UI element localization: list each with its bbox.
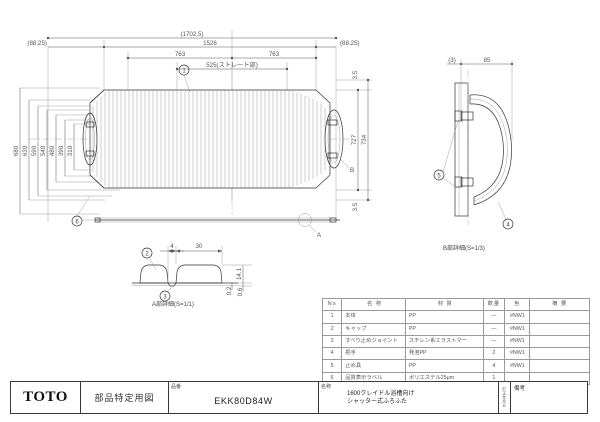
cell-material: PP bbox=[404, 310, 484, 324]
cell-remark bbox=[529, 359, 590, 373]
remark-field: 備考 bbox=[511, 382, 587, 413]
cell-name: 本体 bbox=[341, 310, 406, 324]
dim-310: 310 bbox=[67, 145, 74, 156]
cell-name: 把手 bbox=[341, 347, 406, 361]
th-material: 材 質 bbox=[404, 297, 484, 312]
table-row: 3 すべり止めジョイント スチレン系エラストマー — #NW1 bbox=[321, 334, 590, 349]
th-remark: 摘 要 bbox=[529, 297, 590, 312]
cell-color: #NW1 bbox=[504, 310, 531, 324]
dim-680: 680 bbox=[13, 145, 20, 156]
th-name: 名 称 bbox=[341, 297, 406, 312]
cell-no: 4 bbox=[321, 347, 343, 361]
toto-logo: TOTO bbox=[11, 382, 81, 413]
dim-detail-a-06: 0.6 bbox=[237, 287, 244, 296]
dim-detail-a-4: 4 bbox=[170, 243, 174, 250]
dim-right-8825: (88.25) bbox=[340, 40, 360, 47]
dim-727: 727 bbox=[351, 134, 358, 145]
balloon-4: 4 bbox=[506, 222, 510, 228]
dim-630: 630 bbox=[22, 145, 29, 156]
cell-material: スチレン系エラストマー bbox=[404, 334, 484, 349]
dim-35-bottom: 3.5 bbox=[352, 202, 359, 211]
cell-color: #NW1 bbox=[504, 334, 531, 349]
unrolled-strip-view: 6 A bbox=[71, 195, 340, 239]
part-code-field: 品番 EKK80D84W bbox=[169, 382, 319, 413]
remark-label: 備考 bbox=[514, 386, 526, 392]
cell-material: PP bbox=[404, 322, 484, 336]
part-code-value: EKK80D84W bbox=[214, 395, 273, 406]
part-name-label: 名称 bbox=[321, 384, 332, 390]
balloon-6: 6 bbox=[75, 219, 79, 225]
title-block: TOTO 部品特定用図 品番 EKK80D84W 名称 1600クレイドル浴槽向… bbox=[10, 381, 588, 414]
cell-no: 2 bbox=[321, 322, 343, 336]
cell-qty: 2 bbox=[482, 347, 506, 361]
table-row: 1 本体 PP — #NW1 bbox=[321, 310, 590, 324]
cell-name: すべり止めジョイント bbox=[341, 334, 406, 349]
dim-590: 590 bbox=[31, 145, 38, 156]
cell-no: 5 bbox=[321, 359, 343, 373]
cell-qty: — bbox=[482, 334, 506, 349]
th-qty: 数量 bbox=[482, 297, 506, 312]
part-code-label: 品番 bbox=[171, 384, 182, 390]
revision-date-field: 訂正年月日 bbox=[499, 382, 511, 413]
balloon-3: 3 bbox=[163, 294, 167, 300]
cell-qty: 4 bbox=[482, 359, 506, 373]
dim-left-8825: (88.25) bbox=[27, 40, 47, 47]
dim-overall-length: (1702.5) bbox=[180, 31, 203, 38]
dim-detail-a-02: 0.2 bbox=[226, 286, 233, 295]
dim-763-left: 763 bbox=[175, 51, 186, 58]
balloon-2: 2 bbox=[145, 251, 149, 257]
balloon-5: 5 bbox=[437, 173, 441, 179]
cell-material: 発泡PP bbox=[404, 347, 484, 361]
cell-remark bbox=[529, 347, 590, 361]
dim-35-top: 3.5 bbox=[352, 70, 359, 79]
detail-a-caption: A部詳細(S=1/1) bbox=[152, 302, 194, 308]
cell-name: キャップ bbox=[341, 322, 406, 336]
dim-detail-a-30: 30 bbox=[196, 243, 203, 250]
parts-table-header-row: No 名 称 材 質 数量 色 摘 要 bbox=[321, 297, 590, 312]
cell-remark bbox=[529, 322, 590, 336]
dim-734: 734 bbox=[361, 134, 368, 145]
balloon-1: 1 bbox=[182, 68, 186, 74]
table-row: 2 キャップ PP — #NW1 bbox=[321, 322, 590, 336]
cell-color: #NW1 bbox=[504, 359, 531, 373]
dim-480: 480 bbox=[49, 145, 56, 156]
th-color: 色 bbox=[504, 297, 531, 312]
part-name-value: 1600クレイドル浴槽向け シャッター式ふろふた bbox=[319, 390, 498, 406]
part-name-field: 名称 1600クレイドル浴槽向け シャッター式ふろふた bbox=[319, 382, 499, 413]
cell-material: PP bbox=[404, 359, 484, 373]
cell-no: 3 bbox=[321, 334, 343, 349]
cell-qty: — bbox=[482, 310, 506, 324]
cell-name: 止め具 bbox=[341, 359, 406, 373]
part-name-line1: 1600クレイドル浴槽向け bbox=[347, 390, 415, 397]
dim-detail-a-141: 14.1 bbox=[236, 267, 243, 280]
section-marker-b: B bbox=[350, 167, 354, 174]
table-row: 4 把手 発泡PP 2 #NW1 bbox=[321, 347, 590, 361]
cell-color: #NW1 bbox=[504, 322, 531, 336]
section-marker-a: A bbox=[317, 232, 322, 239]
detail-b-view: (3) 85 5 4 bbox=[433, 57, 514, 230]
dim-390: 390 bbox=[58, 145, 65, 156]
cell-remark bbox=[529, 310, 590, 324]
dim-763-right: 763 bbox=[269, 51, 280, 58]
th-no: No bbox=[321, 297, 343, 312]
part-name-line2: シャッター式ふろふた bbox=[347, 398, 408, 405]
table-row: 5 止め具 PP 4 #NW1 bbox=[321, 359, 590, 373]
detail-b-caption: B部詳細(S=1/3) bbox=[443, 246, 485, 252]
drawing-kind-label: 部品特定用図 bbox=[81, 382, 169, 413]
dim-detail-b-85: 85 bbox=[484, 57, 491, 64]
cell-no: 1 bbox=[321, 310, 343, 324]
parts-table: No 名 称 材 質 数量 色 摘 要 1 本体 PP — #NW1 2 キャッ… bbox=[321, 297, 590, 386]
dim-540: 540 bbox=[40, 145, 47, 156]
cell-qty: — bbox=[482, 322, 506, 336]
dim-detail-b-3: (3) bbox=[448, 57, 456, 64]
revision-date-label: 訂正年月日 bbox=[502, 387, 507, 408]
detail-a-view: 4 30 14.1 0.2 0.6 2 3 bbox=[132, 243, 252, 302]
cell-color: #NW1 bbox=[504, 347, 531, 361]
main-view-body: 1 B bbox=[30, 62, 355, 215]
cell-remark bbox=[529, 334, 590, 349]
dim-1526: 1526 bbox=[203, 40, 217, 47]
